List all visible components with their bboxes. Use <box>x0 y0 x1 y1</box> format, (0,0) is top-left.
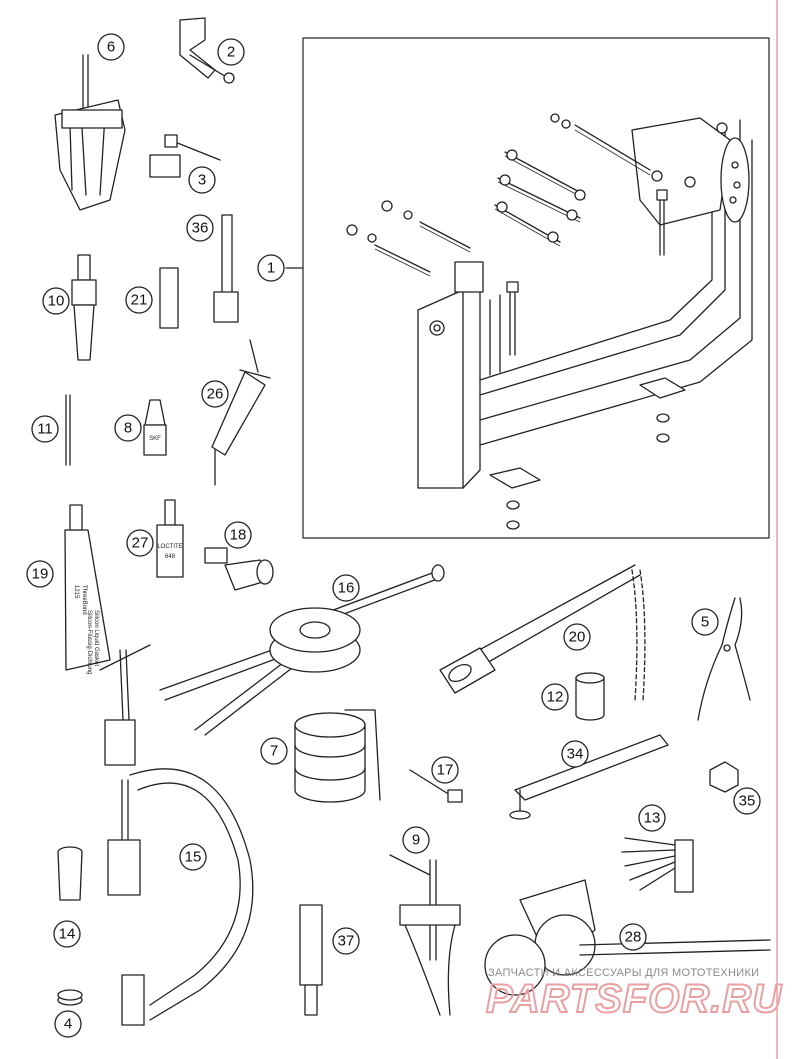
engine-stand-assembly <box>285 37 770 539</box>
part-19-tube: ThreeBond 1215 Silicon Liquid Gasket Sil… <box>64 504 111 674</box>
svg-text:2: 2 <box>227 44 235 61</box>
svg-text:17: 17 <box>437 762 454 779</box>
tube-text-1: Silicon Liquid Gasket <box>93 610 99 666</box>
part-37-tool <box>299 904 323 1016</box>
callout-1: 1 <box>257 254 285 282</box>
part-10-tool <box>71 254 97 361</box>
callout-35: 35 <box>733 787 761 815</box>
svg-text:26: 26 <box>207 386 224 403</box>
callout-9: 9 <box>402 826 430 854</box>
svg-text:13: 13 <box>644 810 661 827</box>
small-bottle-label: SKF <box>149 436 161 442</box>
svg-text:1: 1 <box>267 260 275 277</box>
part-11-pin <box>65 394 71 466</box>
callout-6: 6 <box>97 33 125 61</box>
part-20-chain-wrench <box>439 564 646 701</box>
svg-text:9: 9 <box>412 832 420 849</box>
callout-8: 8 <box>114 414 142 442</box>
part-8-bottle: SKF <box>143 399 167 456</box>
watermark: ЗАПЧАСТИ И АКСЕССУАРЫ ДЛЯ МОТОТЕХНИКИ PA… <box>485 967 782 1022</box>
part-15-clamp <box>99 644 254 1026</box>
callout-5: 5 <box>691 608 719 636</box>
svg-text:36: 36 <box>192 220 209 237</box>
svg-text:11: 11 <box>37 421 53 438</box>
svg-text:3: 3 <box>198 172 206 189</box>
svg-text:28: 28 <box>625 929 642 946</box>
part-9-puller <box>389 854 461 1016</box>
part-21-sleeve <box>159 267 179 329</box>
tube-code: 1215 <box>73 585 79 599</box>
svg-text:5: 5 <box>701 614 709 631</box>
part-13-feeler-gauge <box>621 837 694 893</box>
svg-text:27: 27 <box>132 535 149 552</box>
callout-19: 19 <box>26 560 54 588</box>
callout-12: 12 <box>541 683 569 711</box>
svg-text:18: 18 <box>230 527 247 544</box>
part-14-tool <box>57 846 83 901</box>
callout-15: 15 <box>179 843 207 871</box>
svg-text:12: 12 <box>547 689 564 706</box>
callout-13: 13 <box>638 804 666 832</box>
svg-text:19: 19 <box>32 566 49 583</box>
callout-36: 36 <box>186 214 214 242</box>
callout-14: 14 <box>53 920 81 948</box>
svg-text:34: 34 <box>567 746 584 763</box>
stand-bolts <box>346 113 668 356</box>
watermark-subtitle: ЗАПЧАСТИ И АКСЕССУАРЫ ДЛЯ МОТОТЕХНИКИ <box>488 967 759 979</box>
part-18-adapter <box>204 547 274 591</box>
part-26-syringe <box>211 339 271 486</box>
part-3-tool <box>149 134 221 178</box>
callout-21: 21 <box>125 286 153 314</box>
callout-4: 4 <box>54 1010 82 1038</box>
callout-18: 18 <box>224 521 252 549</box>
svg-text:15: 15 <box>185 849 202 866</box>
svg-text:8: 8 <box>124 420 132 437</box>
part-16-tool <box>159 564 445 736</box>
svg-text:20: 20 <box>569 629 586 646</box>
callout-34: 34 <box>561 740 589 768</box>
part-17-tool <box>409 769 463 803</box>
callout-7: 7 <box>260 737 288 765</box>
tube-text-2: Silicon-Flüssig-Dichtung <box>86 610 92 674</box>
part-12-sleeve <box>575 672 605 721</box>
callout-17: 17 <box>431 756 459 784</box>
bottle-brand: LOCTITE <box>157 544 182 550</box>
svg-text:35: 35 <box>739 793 756 810</box>
svg-text:14: 14 <box>59 926 76 943</box>
svg-text:37: 37 <box>338 933 355 950</box>
svg-text:7: 7 <box>270 743 278 760</box>
callout-27: 27 <box>126 529 154 557</box>
part-6-puller <box>54 54 126 211</box>
watermark-logo: PARTSFOR.RU <box>486 977 782 1021</box>
svg-text:16: 16 <box>338 580 355 597</box>
part-2-bracket <box>179 17 235 84</box>
callout-37: 37 <box>332 927 360 955</box>
callout-11: 11 <box>31 415 59 443</box>
tube-brand: ThreeBond <box>81 585 87 615</box>
part-35-nut <box>709 761 739 793</box>
part-5-pliers <box>697 597 751 721</box>
part-1-box <box>302 37 770 539</box>
svg-text:4: 4 <box>64 1016 72 1033</box>
callout-3: 3 <box>188 166 216 194</box>
part-34-wrench <box>509 734 669 820</box>
part-28-holder <box>484 879 771 996</box>
callout-10: 10 <box>42 287 70 315</box>
part-7-compressor <box>294 709 381 803</box>
callout-16: 16 <box>332 574 360 602</box>
svg-text:10: 10 <box>48 293 65 310</box>
callout-26: 26 <box>201 380 229 408</box>
part-4-washer <box>57 989 83 1006</box>
callout-20: 20 <box>563 623 591 651</box>
bottle-code: 648 <box>165 554 176 560</box>
part-36-tool <box>213 214 239 323</box>
part-27-bottle: LOCTITE 648 <box>156 499 184 578</box>
svg-text:6: 6 <box>107 39 115 56</box>
svg-text:21: 21 <box>131 292 148 309</box>
callout-28: 28 <box>619 923 647 951</box>
callout-2: 2 <box>217 38 245 66</box>
